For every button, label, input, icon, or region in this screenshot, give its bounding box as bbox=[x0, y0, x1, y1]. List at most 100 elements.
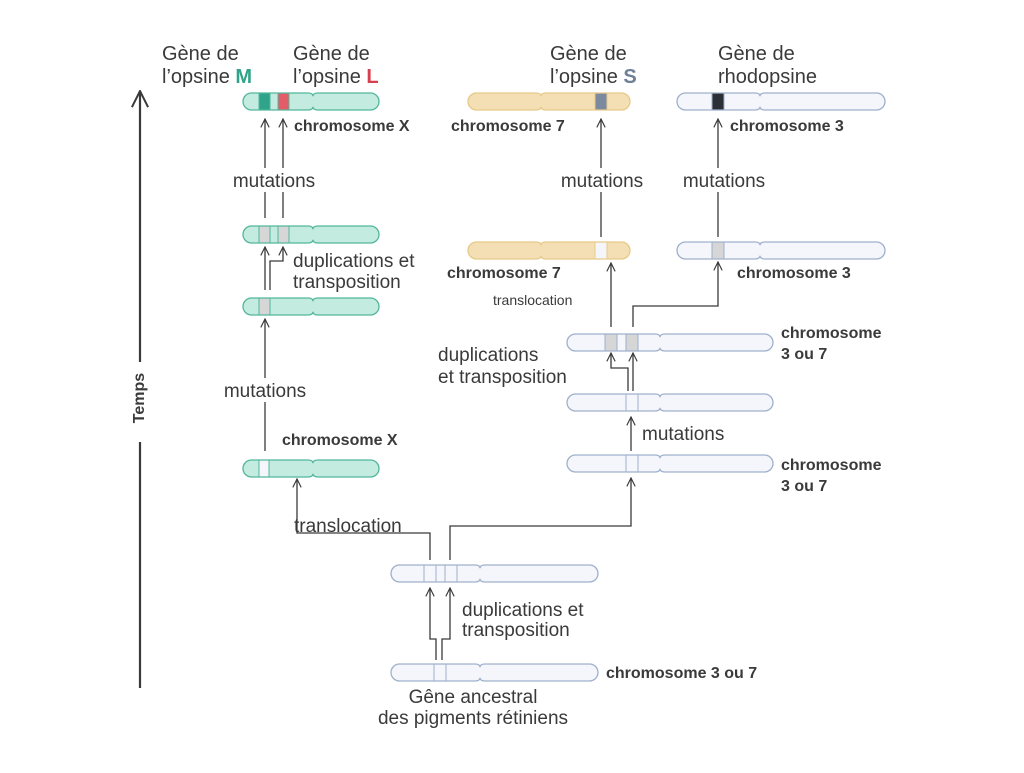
label-bg-mut-x-top bbox=[218, 168, 330, 192]
label-dup-x-1: duplications et bbox=[293, 251, 415, 272]
chromosome-7-mid-outline bbox=[467, 241, 631, 260]
process-labels: mutations duplications et transposition … bbox=[208, 168, 780, 641]
label-chr-x-top: chromosome X bbox=[294, 118, 410, 135]
chromosome-37-dup-body bbox=[567, 334, 773, 351]
chromosome-7-top-gene-band-1 bbox=[594, 93, 608, 110]
chromosome-7-mid-gene-band-1 bbox=[594, 242, 608, 259]
chromosome-7-top-body bbox=[468, 93, 630, 110]
chromosome-37-dup-outline bbox=[566, 333, 774, 352]
label-chr-37-a-1: chromosome bbox=[781, 325, 882, 342]
chromosome-x-dup-outline bbox=[242, 225, 380, 244]
label-mut-7: mutations bbox=[561, 171, 643, 192]
label-dup-37-1: duplications bbox=[438, 345, 538, 366]
chromosome-ancestral-body bbox=[391, 664, 598, 681]
label-mut-37: mutations bbox=[642, 424, 724, 445]
chromosome-7-mid bbox=[467, 241, 631, 260]
label-mut-x-low: mutations bbox=[224, 381, 306, 402]
chromosome-labels: chromosome X chromosome 7 chromosome 3 c… bbox=[282, 118, 882, 682]
label-translocation-x: translocation bbox=[294, 516, 402, 537]
ancestor-line1: Gêne ancestral bbox=[409, 687, 538, 708]
chromosome-7-top-outline bbox=[467, 92, 631, 111]
label-dup-base-2: transposition bbox=[462, 620, 570, 641]
chromosome-3-top-outline bbox=[676, 92, 886, 111]
header-s-line1: Gène de bbox=[550, 43, 627, 65]
chromosome-3-top bbox=[676, 92, 886, 111]
label-chr-3-mid: chromosome 3 bbox=[737, 265, 851, 282]
arrow-x-dup-2 bbox=[269, 247, 283, 290]
arrow-to-chr3 bbox=[632, 262, 718, 327]
chromosome-37-dup-gene-band-2 bbox=[625, 334, 639, 351]
header-rho-line1: Gène de bbox=[718, 43, 795, 65]
chromosome-37-copy-body bbox=[567, 455, 773, 472]
label-mut-x-top: mutations bbox=[233, 171, 315, 192]
header-rho-line2: rhodopsine bbox=[718, 66, 817, 88]
chromosome-base-dup-gene-band-1 bbox=[423, 565, 437, 582]
chromosome-x-single bbox=[242, 297, 380, 316]
arrow-base-dup-2 bbox=[441, 588, 450, 660]
label-dup-x-2: transposition bbox=[293, 272, 401, 293]
chromosome-37-copy-gene-band-1 bbox=[625, 455, 639, 472]
chromosome-x-single-gene-band-1 bbox=[258, 298, 271, 315]
header-l-line2: l’opsine L bbox=[293, 66, 379, 88]
chromosome-ancestral-outline bbox=[390, 663, 599, 682]
label-chr-37-b-2: 3 ou 7 bbox=[781, 478, 827, 495]
gene-headers: Gène de l’opsine M Gène de l’opsine L Gè… bbox=[162, 43, 817, 88]
chromosome-x-dup-gene-band-1 bbox=[258, 226, 271, 243]
chromosome-7-top bbox=[467, 92, 631, 111]
chromosome-37-dup-gene-band-1 bbox=[604, 334, 618, 351]
label-bg-mut-7 bbox=[545, 168, 657, 192]
chromosome-x-top-gene-band-2 bbox=[277, 93, 290, 110]
chromosome-x-dup-body bbox=[243, 226, 379, 243]
chromosomes bbox=[242, 92, 886, 682]
ancestor-line2: des pigments rétiniens bbox=[378, 708, 568, 729]
header-s-line2: l’opsine S bbox=[550, 66, 637, 88]
chromosome-x-single-body bbox=[243, 298, 379, 315]
ancestor-caption: Gêne ancestral des pigments rétiniens bbox=[378, 687, 568, 729]
letter-m: M bbox=[235, 66, 252, 88]
chromosome-37-dup bbox=[566, 333, 774, 352]
label-dup-37-2: et transposition bbox=[438, 367, 567, 388]
chromosome-x-ancestral-copy-gene-band-1 bbox=[258, 460, 270, 477]
label-chr-3-top: chromosome 3 bbox=[730, 118, 844, 135]
chromosome-7-mid-body bbox=[468, 242, 630, 259]
chromosome-x-dup bbox=[242, 225, 380, 244]
chromosome-3-mid-outline bbox=[676, 241, 886, 260]
chromosome-37-mut bbox=[566, 393, 774, 412]
label-chr-ancestral: chromosome 3 ou 7 bbox=[606, 665, 757, 682]
chromosome-base-dup-gene-band-2 bbox=[444, 565, 458, 582]
chromosome-ancestral-gene-band-1 bbox=[433, 664, 447, 681]
arrow-37-dup-1 bbox=[611, 353, 629, 391]
chromosome-3-top-gene-band-1 bbox=[711, 93, 725, 110]
arrow-base-dup-1 bbox=[430, 588, 437, 660]
label-dup-base-1: duplications et bbox=[462, 600, 584, 621]
chromosome-x-single-outline bbox=[242, 297, 380, 316]
chromosome-37-mut-outline bbox=[566, 393, 774, 412]
chromosome-base-dup bbox=[390, 564, 599, 583]
label-bg-mut-x-low bbox=[208, 378, 322, 402]
label-chr-37-a-2: 3 ou 7 bbox=[781, 346, 827, 363]
chromosome-x-dup-gene-band-2 bbox=[277, 226, 290, 243]
chromosome-base-dup-outline bbox=[390, 564, 599, 583]
chromosome-ancestral bbox=[390, 663, 599, 682]
chromosome-x-top bbox=[242, 92, 380, 111]
arrow-translocation-x bbox=[297, 479, 431, 560]
letter-l: L bbox=[366, 66, 378, 88]
chromosome-37-mut-body bbox=[567, 394, 773, 411]
time-axis-label: Temps bbox=[131, 373, 148, 423]
chromosome-base-dup-body bbox=[391, 565, 598, 582]
chromosome-x-ancestral-copy-outline bbox=[242, 459, 380, 478]
label-chr-7-mid: chromosome 7 bbox=[447, 265, 561, 282]
chromosome-x-top-gene-band-1 bbox=[258, 93, 271, 110]
arrow-base-to-37 bbox=[449, 478, 631, 560]
label-bg-mut-3 bbox=[668, 168, 780, 192]
label-mut-3: mutations bbox=[683, 171, 765, 192]
header-m-line2: l’opsine M bbox=[162, 66, 252, 88]
chromosome-37-copy-outline bbox=[566, 454, 774, 473]
letter-s: S bbox=[623, 66, 636, 88]
chromosome-x-ancestral-copy bbox=[242, 459, 380, 478]
label-translocation-7: translocation bbox=[493, 292, 572, 308]
chromosome-3-mid-body bbox=[677, 242, 885, 259]
chromosome-37-copy bbox=[566, 454, 774, 473]
time-axis: Temps bbox=[131, 91, 148, 688]
chromosome-37-mut-gene-band-1 bbox=[625, 394, 639, 411]
